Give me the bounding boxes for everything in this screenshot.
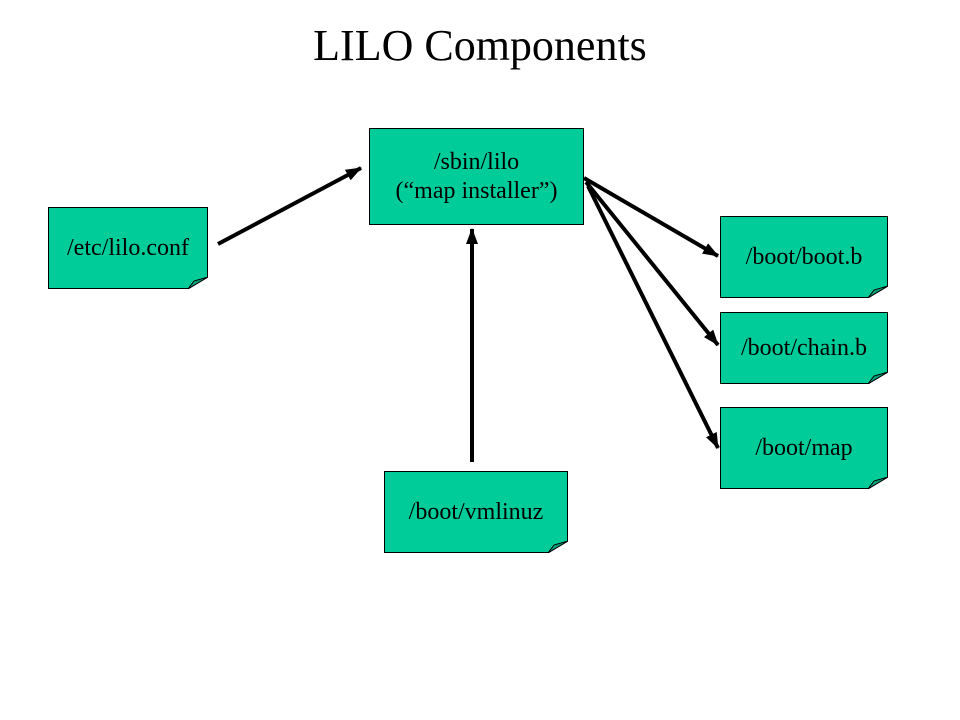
node-boot-chain-b-label: /boot/chain.b — [741, 334, 867, 361]
node-boot-chain-b: /boot/chain.b — [720, 312, 888, 384]
arrow-etc-to-sbin — [217, 166, 362, 246]
node-boot-vmlinuz-label: /boot/vmlinuz — [408, 498, 544, 525]
page-fold-icon — [868, 372, 888, 384]
arrow-sbin-to-map — [586, 185, 720, 449]
page-fold-icon — [868, 286, 888, 298]
node-sbin-lilo-sublabel: (“map installer”) — [395, 177, 558, 204]
node-boot-map: /boot/map — [720, 407, 888, 489]
node-boot-boot-b: /boot/boot.b — [720, 216, 888, 298]
node-boot-boot-b-label: /boot/boot.b — [745, 243, 863, 270]
node-boot-vmlinuz: /boot/vmlinuz — [384, 471, 568, 553]
diagram-title: LILO Components — [313, 21, 647, 70]
node-etc-lilo-conf: /etc/lilo.conf — [48, 207, 208, 289]
node-sbin-lilo-label: /sbin/lilo — [433, 148, 520, 175]
node-sbin-lilo: /sbin/lilo (“map installer”) — [369, 128, 584, 225]
arrow-sbin-to-chain — [584, 180, 720, 347]
node-etc-lilo-conf-label: /etc/lilo.conf — [67, 234, 189, 261]
page-fold-icon — [868, 477, 888, 489]
arrow-sbin-to-bootb — [582, 176, 720, 258]
node-boot-map-label: /boot/map — [755, 434, 853, 461]
page-fold-icon — [548, 541, 568, 553]
page-fold-icon — [188, 277, 208, 289]
